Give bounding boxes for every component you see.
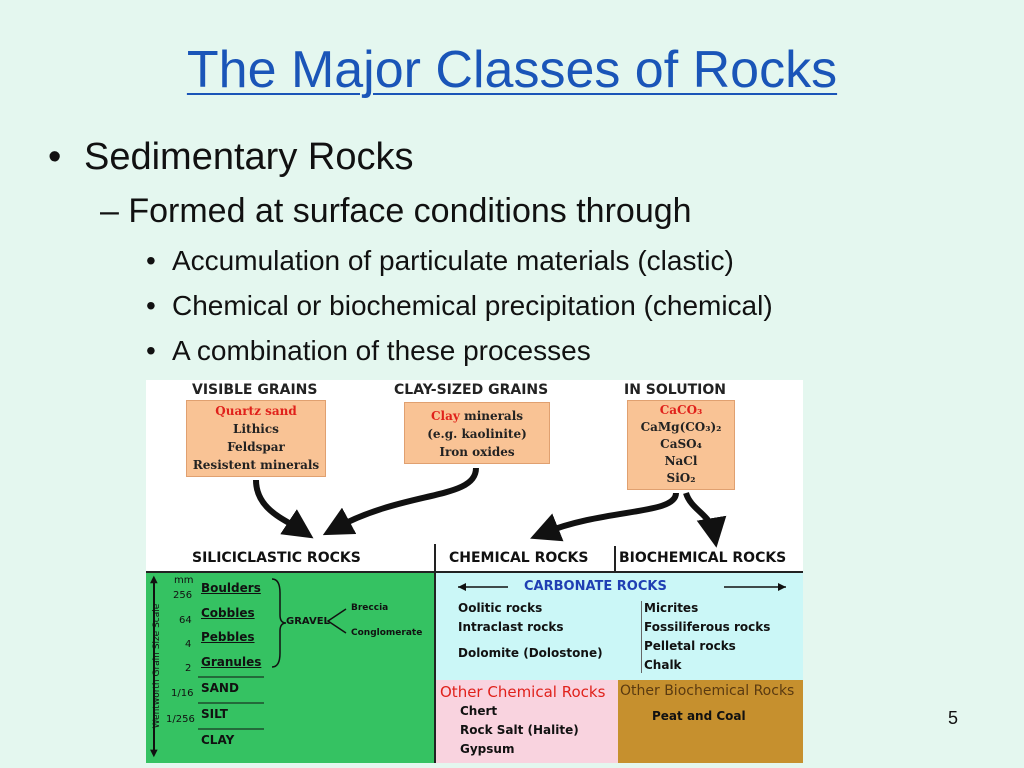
bullet-level2: – Formed at surface conditions through: [100, 192, 692, 230]
carbonate-span-arrows: [458, 583, 786, 591]
bullet-level3: • Accumulation of particulate materials (…: [146, 245, 734, 277]
grain-item: Resistent minerals: [192, 458, 320, 472]
header-underline: [146, 571, 803, 573]
grain-pebbles: Pebbles: [201, 630, 255, 644]
clay-grains-box: Clay minerals (e.g. kaolinite) Iron oxid…: [404, 402, 550, 464]
conglomerate-label: Conglomerate: [351, 628, 423, 638]
bullet-text: Accumulation of particulate materials (c…: [172, 245, 734, 276]
scale-tick: 2: [185, 663, 192, 674]
other-biochemical-header: Other Biochemical Rocks: [620, 683, 795, 699]
scale-tick: 64: [179, 615, 192, 626]
solution-item: CaSO₄: [660, 437, 702, 451]
other-chemical-panel: Other Chemical Rocks Chert Rock Salt (Ha…: [436, 680, 618, 763]
other-chemical-header: Other Chemical Rocks: [440, 683, 606, 701]
gravel-label: GRAVEL: [286, 616, 330, 627]
section-siliciclastic: SILICICLASTIC ROCKS: [192, 550, 361, 566]
scale-tick: 1/16: [171, 688, 194, 699]
visible-grains-box: Quartz sand Lithics Feldspar Resistent m…: [186, 400, 326, 477]
bullet-dot: •: [48, 136, 62, 178]
scale-axis: [153, 581, 155, 753]
other-chemical-item: Gypsum: [460, 742, 515, 756]
header-in-solution: IN SOLUTION: [624, 382, 726, 398]
chemical-item: Intraclast rocks: [458, 620, 564, 634]
scale-arrow-down: ▼: [150, 748, 158, 759]
scale-tick: 4: [185, 639, 192, 650]
carbonate-panel: CARBONATE ROCKS Oolitic rocks Intraclast…: [436, 573, 803, 680]
biochemical-item: Pelletal rocks: [644, 639, 736, 653]
carbonate-header: CARBONATE ROCKS: [524, 579, 667, 594]
scale-tick: 1/256: [166, 714, 195, 725]
solution-item: SiO₂: [666, 471, 696, 485]
section-chemical: CHEMICAL ROCKS: [449, 550, 589, 566]
carbonate-divider: [641, 601, 642, 673]
arrow-solution-to-biochemical: [683, 491, 727, 548]
section-divider: [614, 546, 616, 572]
solution-item: NaCl: [664, 454, 698, 468]
scale-tick: 256: [173, 590, 193, 601]
bullet-level1: • Sedimentary Rocks: [48, 136, 413, 179]
arrow-visible-to-siliciclastic: [253, 479, 314, 539]
bullet-dot: •: [146, 290, 156, 321]
grain-silt: SILT: [201, 707, 228, 721]
bullet-text: Chemical or biochemical precipitation (c…: [172, 290, 773, 321]
solution-item: CaMg(CO₃)₂: [640, 420, 722, 434]
clay-highlight: Clay: [430, 409, 460, 423]
other-chemical-item: Chert: [460, 704, 498, 718]
bullet-text: Sedimentary Rocks: [84, 136, 414, 178]
biochemical-item: Micrites: [644, 601, 699, 615]
breccia-label: Breccia: [351, 603, 389, 613]
header-clay-sized-grains: CLAY-SIZED GRAINS: [394, 382, 549, 398]
section-biochemical: BIOCHEMICAL ROCKS: [619, 550, 787, 566]
bullet-dot: •: [146, 245, 156, 276]
bullet-level3: • A combination of these processes: [146, 335, 591, 367]
other-chemical-item: Rock Salt (Halite): [460, 723, 579, 737]
clay-item: minerals: [459, 409, 524, 423]
grain-sand: SAND: [201, 681, 239, 695]
clay-item: (e.g. kaolinite): [427, 427, 527, 441]
header-visible-grains: VISIBLE GRAINS: [192, 382, 318, 398]
arrow-solution-to-chemical: [530, 492, 679, 542]
flow-arrows: [253, 467, 727, 548]
scale-unit: mm: [174, 575, 194, 586]
grain-item: Feldspar: [227, 440, 285, 454]
page-number: 5: [948, 708, 959, 728]
clay-item: Iron oxides: [439, 445, 515, 459]
slide-title: The Major Classes of Rocks: [186, 41, 838, 99]
bullet-text: A combination of these processes: [172, 335, 591, 366]
siliciclastic-panel: Wentworth Grain Size Scale ▲ ▼ mm 256 64…: [146, 573, 434, 763]
grain-cobbles: Cobbles: [201, 606, 255, 620]
solution-item: CaCO₃: [659, 403, 703, 417]
biochemical-item: Chalk: [644, 658, 682, 672]
scale-arrow-up: ▲: [150, 574, 158, 585]
grain-item: Quartz sand: [215, 404, 297, 418]
in-solution-box: CaCO₃ CaMg(CO₃)₂ CaSO₄ NaCl SiO₂: [627, 400, 735, 490]
other-biochemical-panel: Other Biochemical Rocks Peat and Coal: [618, 680, 803, 763]
grain-boulders: Boulders: [201, 581, 261, 595]
chemical-item: Dolomite (Dolostone): [458, 646, 603, 660]
grain-clay: CLAY: [201, 733, 235, 747]
biochemical-item: Fossiliferous rocks: [644, 620, 771, 634]
gravel-braces: [198, 578, 347, 730]
siliciclastic-chemical-divider: [434, 544, 436, 763]
grain-granules: Granules: [201, 655, 262, 669]
bullet-dot: •: [146, 335, 156, 366]
arrow-clay-to-siliciclastic: [322, 467, 479, 536]
other-biochemical-item: Peat and Coal: [652, 709, 746, 723]
rock-classification-figure: VISIBLE GRAINS CLAY-SIZED GRAINS IN SOLU…: [146, 380, 803, 763]
grain-item: Lithics: [233, 422, 279, 436]
bullet-level3: • Chemical or biochemical precipitation (…: [146, 290, 773, 322]
chemical-item: Oolitic rocks: [458, 601, 543, 615]
